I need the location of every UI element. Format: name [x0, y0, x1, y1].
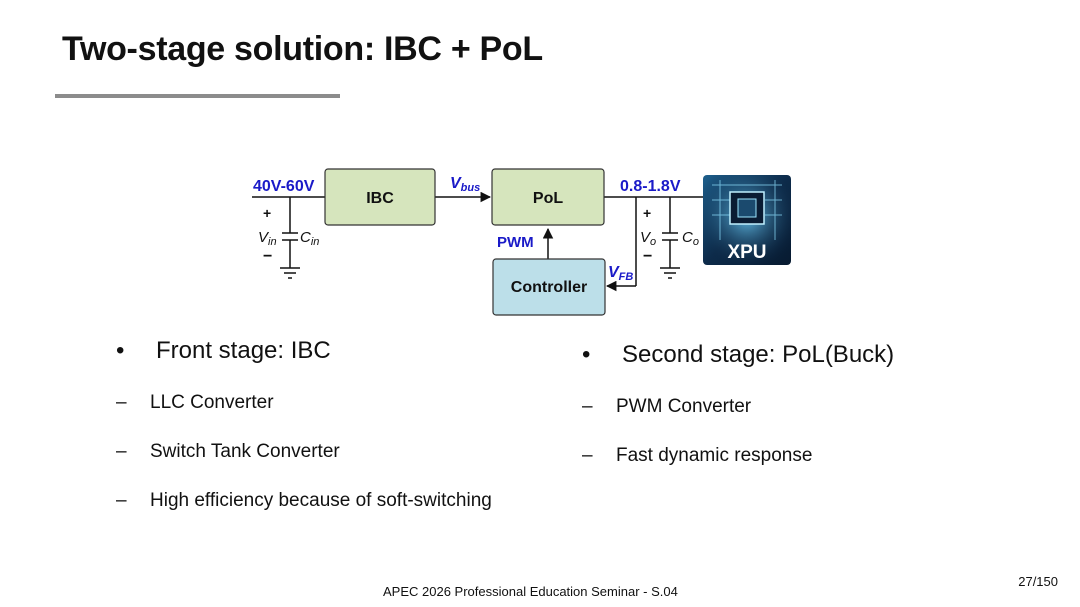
- dash-icon: –: [116, 392, 127, 413]
- co-label: Co: [682, 229, 699, 248]
- second-stage-heading: Second stage: PoL(Buck): [622, 341, 895, 368]
- slide-title: Two-stage solution: IBC + PoL: [62, 30, 543, 68]
- vfb-label: VFB: [608, 264, 633, 283]
- xpu-chip-icon: XPU: [703, 175, 791, 265]
- controller-block: [492, 258, 606, 316]
- list-item-text: Switch Tank Converter: [150, 441, 340, 462]
- vbus-label: Vbus: [450, 175, 480, 194]
- list-item-text: High efficiency because of soft-switchin…: [150, 490, 492, 511]
- vin-minus: −: [263, 248, 272, 265]
- dash-icon: –: [116, 490, 127, 511]
- vin-plus: +: [263, 205, 271, 221]
- main-bus-wires: [252, 191, 703, 292]
- vfb-sub: FB: [619, 271, 634, 283]
- vo-plus: +: [643, 205, 651, 221]
- dash-icon: –: [582, 396, 593, 417]
- output-ground-icon: [660, 267, 680, 279]
- vin-main: V: [258, 229, 270, 246]
- vin-sub: in: [268, 236, 277, 248]
- vfb-main: V: [608, 264, 620, 281]
- vo-label: Vo: [640, 229, 656, 248]
- cin-label: Cin: [300, 229, 319, 248]
- co-main: C: [682, 229, 693, 246]
- controller-label: Controller: [511, 279, 587, 296]
- front-stage-heading: Front stage: IBC: [156, 337, 331, 364]
- pol-label: PoL: [533, 190, 563, 207]
- input-capacitor: [282, 232, 298, 241]
- vo-main: V: [640, 229, 652, 246]
- list-item-text: Fast dynamic response: [616, 445, 813, 466]
- dash-icon: –: [582, 445, 593, 466]
- ibc-block: [324, 168, 436, 226]
- pwm-label: PWM: [497, 234, 534, 251]
- cin-main: C: [300, 229, 311, 246]
- list-item-text: LLC Converter: [150, 392, 274, 413]
- output-capacitor: [662, 232, 678, 241]
- xpu-label: XPU: [727, 242, 766, 263]
- vbus-sub: bus: [461, 182, 481, 194]
- page-number: 27/150: [1018, 574, 1058, 589]
- input-voltage-label: 40V-60V: [253, 178, 315, 195]
- pol-block: [491, 168, 605, 226]
- co-sub: o: [693, 236, 699, 248]
- vo-sub: o: [650, 236, 656, 248]
- dash-icon: –: [116, 441, 127, 462]
- title-underline: [55, 94, 340, 98]
- vo-minus: −: [643, 248, 652, 265]
- input-ground-icon: [280, 267, 300, 279]
- ibc-label: IBC: [366, 190, 394, 207]
- vin-label: Vin: [258, 229, 277, 248]
- cin-sub: in: [311, 236, 320, 248]
- slide-footer: APEC 2026 Professional Education Seminar…: [383, 584, 678, 599]
- vbus-main: V: [450, 175, 462, 192]
- bullet-icon: •: [582, 341, 591, 368]
- list-item-text: PWM Converter: [616, 396, 752, 417]
- bullet-icon: •: [116, 337, 125, 364]
- output-voltage-label: 0.8-1.8V: [620, 178, 681, 195]
